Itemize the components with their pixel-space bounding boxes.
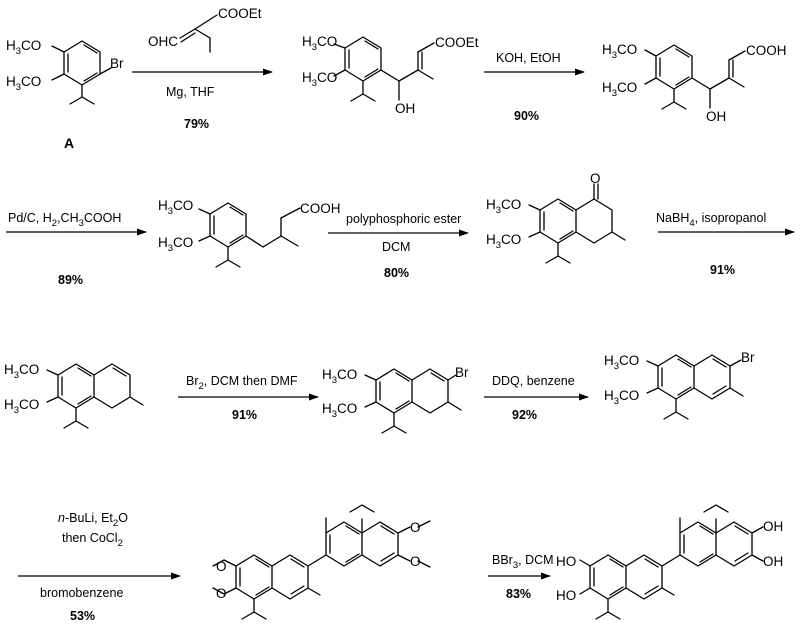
och3-label: H3CO: [604, 353, 639, 372]
step4-solvent: DCM: [382, 240, 410, 254]
step1-yield: 79%: [184, 117, 209, 131]
bromine-label: Br: [110, 56, 124, 71]
cooet-label: COOEt: [218, 6, 262, 21]
och3-label: H3CO: [302, 34, 337, 53]
methoxy-oxygen-label: O: [410, 554, 421, 569]
ketone-oxygen-label: O: [590, 171, 601, 186]
step9-yield: 83%: [506, 587, 531, 601]
step3-reagents: Pd/C, H2,CH3COOH: [8, 211, 121, 229]
step9-reagents: BBr3, DCM: [492, 553, 554, 571]
och3-label: H3CO: [486, 232, 521, 251]
product-1-structure: H3CO H3CO OH COOEt: [302, 34, 479, 116]
step5-reagents: NaBH4, isopropanol: [656, 211, 766, 229]
step8-solvent: bromobenzene: [40, 586, 123, 600]
bromine-label: Br: [455, 365, 469, 380]
aldehyde-reagent-structure: COOEt OHC: [148, 6, 262, 53]
och3-label: H3CO: [604, 388, 639, 407]
methoxy-oxygen-label: O: [216, 586, 227, 601]
step6-reagents: Br2, DCM then DMF: [186, 374, 298, 392]
cooh-label: COOH: [300, 201, 341, 216]
cooh-label: COOH: [746, 43, 787, 58]
hydroxyl-label: OH: [763, 519, 783, 534]
step4-reagents: polyphosphoric ester: [346, 212, 461, 226]
och3-label: H3CO: [158, 235, 193, 254]
product-4-structure: O H3CO H3CO: [486, 171, 626, 264]
step1-reagents: Mg, THF: [166, 85, 215, 99]
och3-label: H3CO: [302, 70, 337, 89]
step8-reagents-line2: then CoCl2: [62, 531, 123, 549]
step2-yield: 90%: [514, 109, 539, 123]
step4-yield: 80%: [384, 266, 409, 280]
product-9-structure: OH OH HO HO: [556, 504, 783, 620]
step3-yield: 89%: [58, 273, 83, 287]
product-5-structure: H3CO H3CO: [4, 362, 144, 429]
hydroxyl-label: HO: [556, 588, 576, 603]
och3-label: H3CO: [4, 362, 39, 381]
product-2-structure: H3CO H3CO OH COOH: [602, 42, 787, 124]
methoxy-oxygen-label: O: [410, 520, 421, 535]
hydroxyl-label: OH: [763, 554, 783, 569]
step7-yield: 92%: [512, 408, 537, 422]
step6-yield: 91%: [232, 408, 257, 422]
compound-a-structure: H3CO H3CO Br A: [6, 38, 124, 151]
cooet-label: COOEt: [435, 35, 479, 50]
step7-reagents: DDQ, benzene: [492, 374, 575, 388]
ohc-label: OHC: [148, 34, 178, 49]
step2-reagents: KOH, EtOH: [496, 51, 561, 65]
product-3-structure: H3CO H3CO COOH: [158, 198, 341, 268]
hydroxyl-label: HO: [556, 554, 576, 569]
och3-label: H3CO: [158, 198, 193, 217]
bromine-label: Br: [741, 350, 755, 365]
och3-label: H3CO: [322, 401, 357, 420]
product-8-structure: O O O O: [212, 504, 431, 620]
hydroxyl-label: OH: [706, 109, 726, 124]
och3-label: H3CO: [486, 197, 521, 216]
product-6-structure: Br H3CO H3CO: [322, 365, 469, 434]
product-7-structure: Br H3CO H3CO: [604, 350, 755, 420]
step8-reagents-line1: n-BuLi, Et2O: [58, 511, 128, 529]
och3-label: H3CO: [602, 80, 637, 99]
och3-label: H3CO: [4, 397, 39, 416]
och3-label: H3CO: [602, 42, 637, 61]
methoxy-oxygen-label: O: [216, 559, 227, 574]
step5-yield: 91%: [710, 263, 735, 277]
och3-label: H3CO: [6, 38, 41, 57]
och3-label: H3CO: [322, 367, 357, 386]
step8-yield: 53%: [70, 609, 95, 623]
och3-label: H3CO: [6, 74, 41, 93]
hydroxyl-label: OH: [395, 101, 415, 116]
compound-label: A: [64, 135, 74, 151]
